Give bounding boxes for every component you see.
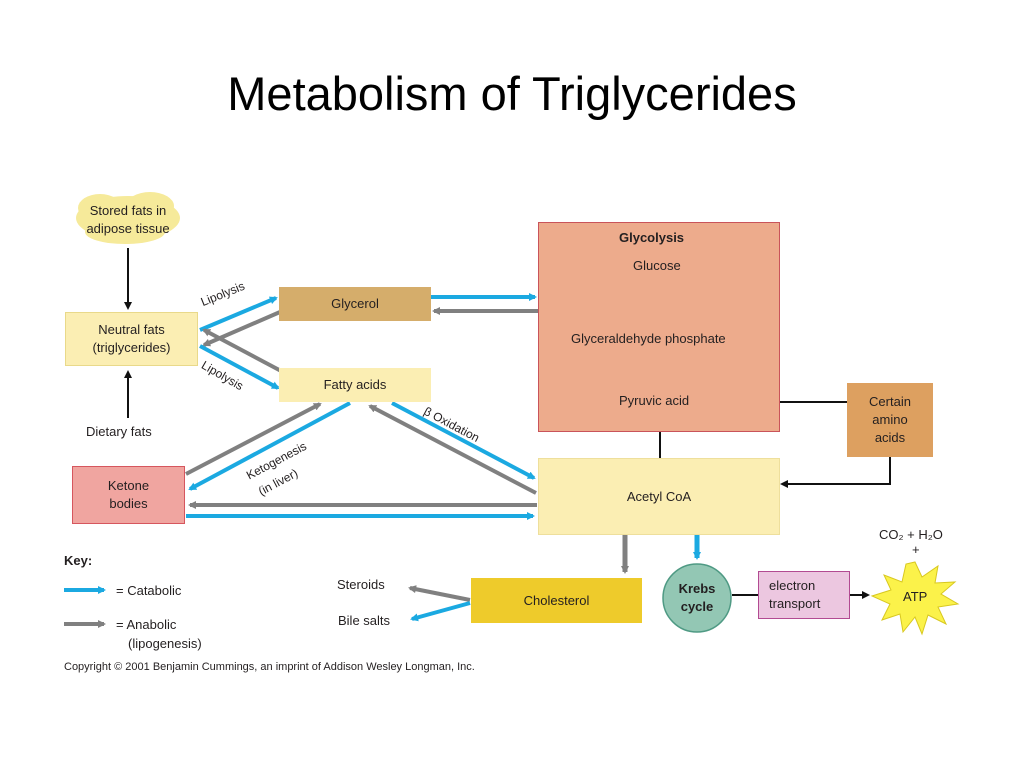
arrow-fatty-to-neutral <box>202 328 284 374</box>
pyruvic-acid-label: Pyruvic acid <box>619 393 690 408</box>
atp-label: ATP <box>903 589 928 604</box>
stored-fats-text: Stored fats in adipose tissue <box>86 203 170 236</box>
neutral-fats-line1: Neutral fats <box>98 322 165 337</box>
arrow-cholesterol-to-bile <box>410 601 471 622</box>
key-catabolic-label: = Catabolic <box>116 583 182 598</box>
glycerol-box: Glycerol <box>279 287 431 321</box>
electron-transport-box: electron transport <box>758 571 850 619</box>
krebs-line1: Krebs <box>678 581 716 596</box>
stored-fats-label: Stored fats in adipose tissue <box>70 200 186 240</box>
arrow-cholesterol-to-steroids <box>408 585 471 602</box>
atp-starburst <box>870 561 960 636</box>
bile-salts-label: Bile salts <box>338 613 391 628</box>
ketone-bodies-box: Ketone bodies <box>72 466 185 524</box>
fatty-acids-box: Fatty acids <box>279 368 431 402</box>
krebs-cycle-label: Krebs cycle <box>665 578 729 618</box>
acetyl-coa-box: Acetyl CoA <box>538 458 780 535</box>
arrow-amino-to-acetyl <box>780 457 891 488</box>
cholesterol-box: Cholesterol <box>471 578 642 623</box>
glycerol-text: Glycerol <box>331 296 379 311</box>
key-anabolic-sublabel: (lipogenesis) <box>128 636 202 651</box>
co2-h2o-label: CO₂ + H₂O <box>879 527 943 542</box>
slide-title: Metabolism of Triglycerides <box>227 67 797 120</box>
steroids-label: Steroids <box>337 577 385 592</box>
ketone-line1: Ketone <box>107 478 150 493</box>
cholesterol-text: Cholesterol <box>523 592 590 608</box>
glycolysis-title: Glycolysis <box>619 230 685 245</box>
key-heading: Key: <box>64 553 93 568</box>
arrow-ketogenesis <box>188 401 351 491</box>
plus-sign: + <box>912 542 920 557</box>
arrow-ketone-to-fatty <box>185 402 322 476</box>
arrow-acetyl-to-fatty <box>368 404 537 495</box>
glyceraldehyde-label: Glyceraldehyde phosphate <box>571 331 726 346</box>
arrow-lipolysis-fatty <box>199 344 280 390</box>
cloud-shape <box>76 192 180 244</box>
electron-line1: electron <box>769 578 816 593</box>
arrow-beta-oxidation <box>391 401 536 480</box>
krebs-cycle-circle <box>662 563 732 633</box>
acetyl-coa-text: Acetyl CoA <box>626 488 692 504</box>
dietary-fats-label: Dietary fats <box>86 424 152 439</box>
neutral-fats-box: Neutral fats (triglycerides) <box>65 312 198 366</box>
glycolysis-box <box>538 222 780 432</box>
amino-acids-box: Certain amino acids <box>847 383 933 457</box>
key-anabolic-label: = Anabolic <box>116 617 177 632</box>
fatty-acids-text: Fatty acids <box>323 377 387 392</box>
amino-line1: Certain <box>869 394 911 409</box>
glucose-label: Glucose <box>633 258 681 273</box>
amino-line2: amino <box>872 412 908 427</box>
electron-line2: transport <box>769 596 821 611</box>
krebs-line2: cycle <box>680 599 714 614</box>
amino-line3: acids <box>874 430 906 445</box>
arrow-glycerol-to-neutral <box>202 310 281 347</box>
copyright-notice: Copyright © 2001 Benjamin Cummings, an i… <box>64 661 475 673</box>
neutral-fats-line2: (triglycerides) <box>92 340 171 355</box>
ketone-line2: bodies <box>109 496 148 511</box>
arrow-lipolysis-glycerol <box>199 296 278 332</box>
